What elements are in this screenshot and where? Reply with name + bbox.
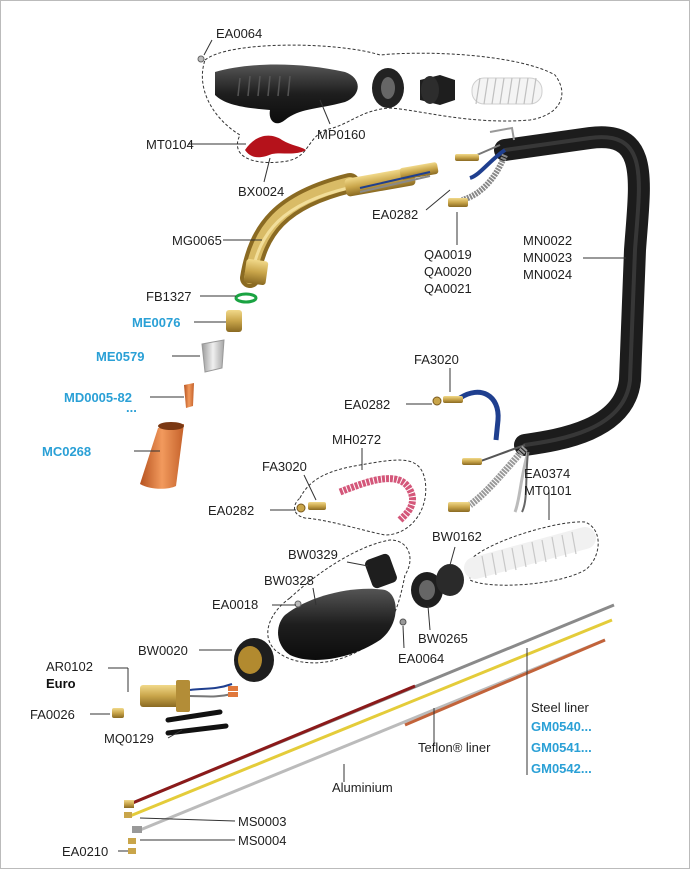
leader-lines (90, 39, 626, 852)
label-QA0020: QA0020 (424, 264, 472, 279)
diffuser-ME0579 (201, 339, 225, 373)
label-MT0101: MT0101 (524, 483, 572, 498)
label-MC0268: MC0268 (42, 444, 91, 459)
tip-MD0005 (184, 383, 194, 408)
MT0101-outline (469, 521, 599, 586)
label-ME0579: ME0579 (96, 349, 144, 364)
rear-handle-BW0328 (278, 588, 396, 660)
label-BW0329: BW0329 (288, 547, 338, 562)
label-MH0272: MH0272 (332, 432, 381, 447)
label-FA3020-b: FA3020 (262, 459, 307, 474)
label-MD0005-dots: ... (126, 400, 137, 415)
label-MT0104: MT0104 (146, 137, 194, 152)
blue-gas-hose (458, 389, 501, 441)
label-MG0065: MG0065 (172, 233, 222, 248)
label-AR0102: AR0102 (46, 659, 93, 674)
adaptor-ME0076 (226, 310, 242, 332)
cable-top-wires (448, 126, 515, 207)
label-EA0064-bottom: EA0064 (398, 651, 444, 666)
MH0272-group-outline (294, 459, 427, 536)
label-MP0160: MP0160 (317, 127, 365, 142)
spring-top (471, 77, 543, 105)
label-GM0541: GM0541... (531, 740, 592, 755)
label-FA3020-a: FA3020 (414, 352, 459, 367)
label-EA0018: EA0018 (212, 597, 258, 612)
trigger-BX0024 (245, 135, 306, 158)
nozzle-MC0268 (140, 424, 184, 489)
label-EA0282-a: EA0282 (372, 207, 418, 222)
label-EA0064-top: EA0064 (216, 26, 262, 41)
label-BW0265: BW0265 (418, 631, 468, 646)
tube-MQ0129-1 (165, 709, 223, 723)
label-BW0020: BW0020 (138, 643, 188, 658)
label-MN0023: MN0023 (523, 250, 572, 265)
BW0329 (365, 553, 397, 589)
handle-MP0160 (215, 64, 358, 124)
label-FB1327: FB1327 (146, 289, 192, 304)
label-MD0005-82: MD0005-82 (64, 390, 132, 405)
teflon-liner (129, 618, 613, 818)
euro-connector-AR0102 (140, 680, 238, 712)
label-EA0282-c: EA0282 (208, 503, 254, 518)
label-MN0022: MN0022 (523, 233, 572, 248)
label-steel-liner: Steel liner (531, 700, 589, 715)
label-FA0026: FA0026 (30, 707, 75, 722)
label-ME0076: ME0076 (132, 315, 180, 330)
handle-group-outline (201, 44, 563, 164)
liner-MH0272 (338, 475, 417, 523)
label-BX0024: BX0024 (238, 184, 284, 199)
label-MS0004: MS0004 (238, 833, 286, 848)
label-MQ0129: MQ0129 (104, 731, 154, 746)
label-Euro: Euro (46, 676, 76, 691)
label-MN0024: MN0024 (523, 267, 572, 282)
label-BW0328: BW0328 (264, 573, 314, 588)
label-MS0003: MS0003 (238, 814, 286, 829)
label-aluminium: Aluminium (332, 780, 393, 795)
label-EA0282-b: EA0282 (344, 397, 390, 412)
ring-BW0162 (436, 564, 464, 596)
screw-EA0064 (197, 55, 205, 63)
label-EA0210: EA0210 (62, 844, 108, 859)
tube-MQ0129-2 (165, 723, 229, 736)
label-QA0021: QA0021 (424, 281, 472, 296)
FA0026 (112, 708, 124, 718)
spring-MT0101 (464, 527, 596, 579)
label-teflon-liner: Teflon® liner (418, 740, 491, 755)
o-ring-FB1327 (234, 292, 258, 304)
label-QA0019: QA0019 (424, 247, 472, 262)
cable-bottom-wires (448, 444, 530, 513)
cable-hose (494, 126, 650, 456)
label-EA0374: EA0374 (524, 466, 570, 481)
label-GM0542: GM0542... (531, 761, 592, 776)
label-BW0162: BW0162 (432, 529, 482, 544)
label-GM0540: GM0540... (531, 719, 592, 734)
